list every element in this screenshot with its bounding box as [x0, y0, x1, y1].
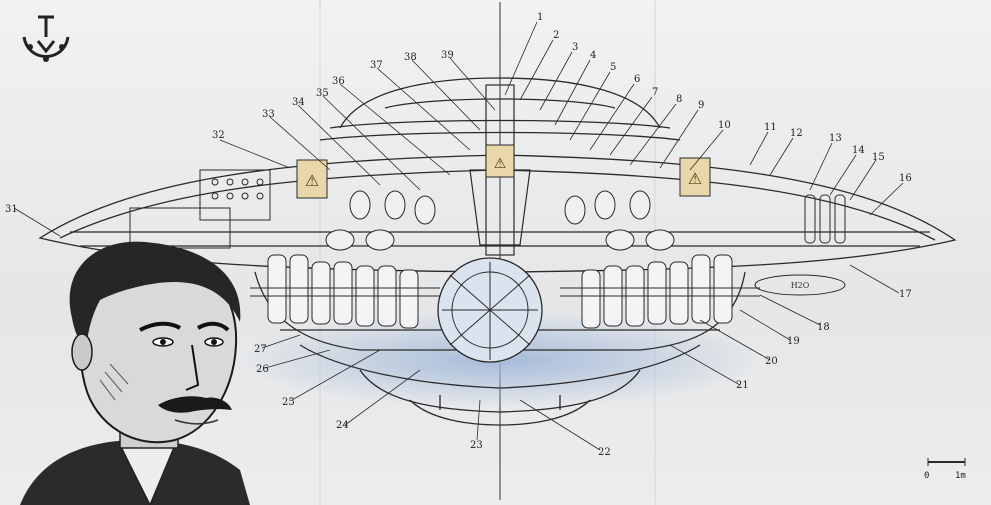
callout-26: 26: [256, 364, 269, 375]
callout-10: 10: [718, 120, 731, 131]
callout-33: 33: [262, 109, 275, 120]
reactor-core: [437, 257, 543, 363]
callout-22: 22: [598, 447, 611, 458]
callout-2: 2: [553, 30, 559, 41]
control-panel: [129, 169, 271, 249]
callout-1: 1: [537, 12, 543, 23]
callout-17: 17: [899, 289, 912, 300]
crew-seats: [325, 190, 675, 251]
callout-15: 15: [872, 152, 885, 163]
callout-25: 25: [282, 397, 295, 408]
pipes: [250, 287, 760, 297]
svg-text:⚠: ⚠: [305, 171, 319, 190]
callout-3: 3: [572, 42, 578, 53]
scale-bar: 0 1m: [924, 458, 966, 481]
callout-12: 12: [790, 128, 803, 139]
callout-24: 24: [336, 420, 349, 431]
right-tanks: [754, 194, 846, 296]
callout-36: 36: [332, 76, 345, 87]
portrait-illustration: [20, 241, 250, 505]
callout-32: 32: [212, 130, 225, 141]
tesla-symbol-icon: [22, 15, 70, 62]
callout-27: 27: [254, 344, 267, 355]
scale-zero: 0: [924, 471, 929, 481]
callout-19: 19: [787, 336, 800, 347]
callout-20: 20: [765, 356, 778, 367]
callout-18: 18: [817, 322, 830, 333]
hazard-panels: ⚠ ⚠ ⚠: [296, 144, 711, 199]
callout-labels: 1 2 3 4 5 6 7 8 9 10 11 12 13 14 15 16 1…: [5, 12, 912, 458]
callout-5: 5: [610, 62, 616, 73]
h2o-label: H2O: [791, 281, 810, 290]
callout-4: 4: [590, 50, 596, 61]
svg-text:⚠: ⚠: [688, 169, 702, 188]
callout-23: 23: [470, 440, 483, 451]
svg-text:⚠: ⚠: [494, 156, 507, 172]
callout-37: 37: [370, 60, 383, 71]
callout-8: 8: [676, 94, 682, 105]
callout-31: 31: [5, 204, 18, 215]
callout-16: 16: [899, 173, 912, 184]
scale-unit: 1m: [955, 471, 966, 481]
callout-13: 13: [829, 133, 842, 144]
callout-9: 9: [698, 100, 704, 111]
callout-34: 34: [292, 97, 305, 108]
leader-lines: [13, 21, 904, 451]
callout-14: 14: [852, 145, 865, 156]
callout-38: 38: [404, 52, 417, 63]
callout-7: 7: [652, 87, 658, 98]
callout-6: 6: [634, 74, 640, 85]
callout-39: 39: [441, 50, 454, 61]
callout-11: 11: [764, 122, 777, 133]
callout-35: 35: [316, 88, 329, 99]
callout-21: 21: [736, 380, 749, 391]
